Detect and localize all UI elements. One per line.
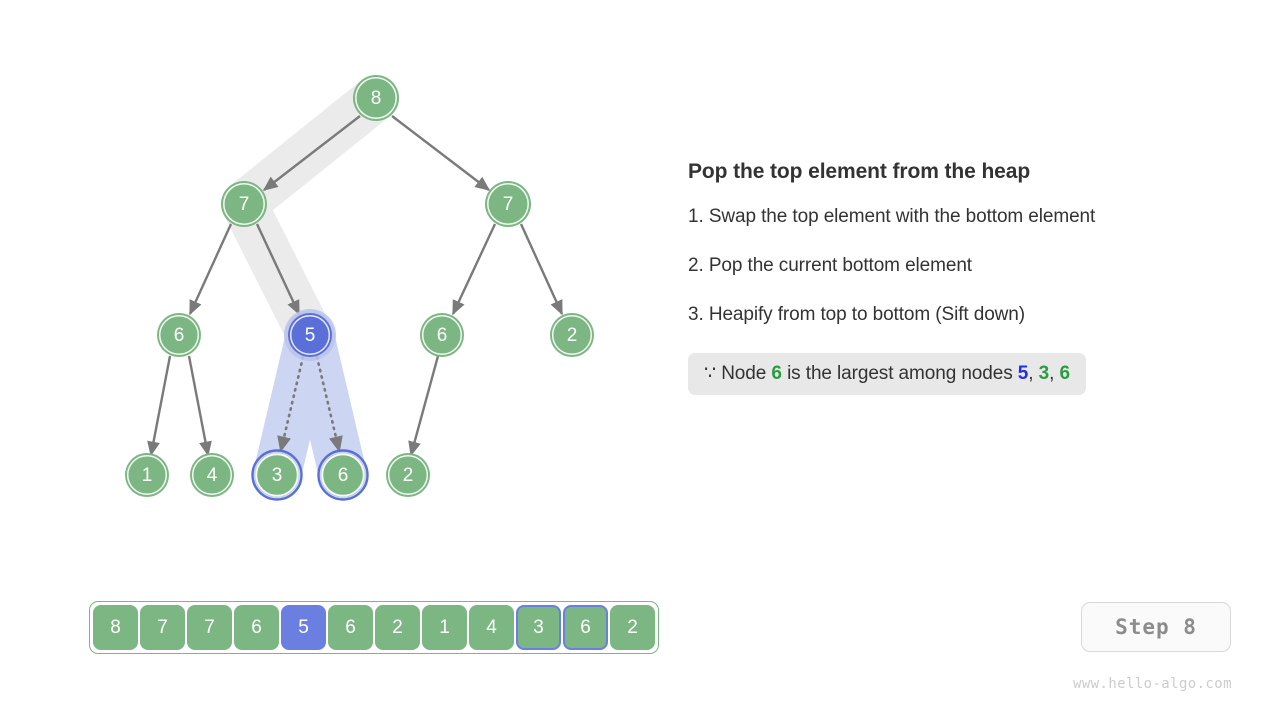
array-cell[interactable]: 8 (93, 605, 138, 650)
array-cell[interactable]: 1 (422, 605, 467, 650)
array-cell[interactable]: 6 (328, 605, 373, 650)
tree-node-label: 3 (272, 465, 283, 486)
note-candidate-3: 6 (1059, 363, 1070, 384)
tree-node-label: 6 (437, 325, 448, 346)
array-cell[interactable]: 7 (187, 605, 232, 650)
array-cell[interactable]: 2 (610, 605, 655, 650)
array-cell[interactable]: 6 (234, 605, 279, 650)
note-comma-1: , (1028, 363, 1034, 384)
tree-node-label: 1 (142, 465, 153, 486)
note-candidate-2: 3 (1038, 363, 1050, 384)
array-cell-candidate[interactable]: 3 (516, 605, 561, 650)
array-cell-active[interactable]: 5 (281, 605, 326, 650)
tree-node-n11[interactable]: 2 (386, 453, 430, 497)
tree-node-label: 6 (174, 325, 185, 346)
note-candidate-1: 5 (1017, 363, 1029, 384)
reason-note: ∵ Node 6 is the largest among nodes 5, 3… (688, 353, 1086, 395)
tree-edges (147, 115, 564, 457)
watermark: www.hello-algo.com (1073, 676, 1232, 692)
explanation-panel: Pop the top element from the heap 1. Swa… (688, 160, 1228, 395)
tree-node-n3[interactable]: 6 (157, 313, 201, 357)
array-cell[interactable]: 2 (375, 605, 420, 650)
note-pre-text: Node (721, 363, 767, 384)
page-title: Pop the top element from the heap (688, 160, 1031, 183)
array-cell-candidate[interactable]: 6 (563, 605, 608, 650)
tree-edges-dotted (277, 355, 343, 453)
tree-node-n1[interactable]: 7 (221, 181, 267, 227)
tree-node-n7[interactable]: 1 (125, 453, 169, 497)
tree-node-n9-candidate[interactable]: 3 (251, 449, 303, 501)
status-badge: Step 8 (1081, 602, 1231, 652)
tree-node-label: 6 (338, 465, 349, 486)
sift-path-highlight (221, 75, 399, 358)
tree-node-n5[interactable]: 6 (420, 313, 464, 357)
note-node-value: 6 (771, 363, 782, 384)
tree-node-n0[interactable]: 8 (353, 75, 399, 121)
step-line-3: 3. Heapify from top to bottom (Sift down… (688, 304, 1025, 325)
because-symbol: ∵ (704, 363, 716, 384)
tree-node-n6[interactable]: 2 (550, 313, 594, 357)
note-comma-2: , (1049, 363, 1055, 384)
tree-node-label: 5 (305, 325, 316, 346)
tree-node-label: 2 (403, 465, 414, 486)
array-cell[interactable]: 4 (469, 605, 514, 650)
tree-nodes: 8 7 7 6 5 (125, 75, 594, 501)
note-mid-text: is the largest among nodes (787, 363, 1013, 384)
heap-array: 8 7 7 6 5 6 2 1 4 3 6 2 (89, 601, 659, 654)
step-line-2: 2. Pop the current bottom element (688, 255, 972, 276)
tree-node-n2[interactable]: 7 (485, 181, 531, 227)
binary-tree-diagram: 8 7 7 6 5 (125, 75, 594, 501)
tree-node-label: 7 (503, 194, 514, 215)
tree-node-label: 4 (207, 465, 218, 486)
tree-node-n4-active[interactable]: 5 (284, 309, 336, 361)
array-cell[interactable]: 7 (140, 605, 185, 650)
step-line-1: 1. Swap the top element with the bottom … (688, 206, 1096, 227)
tree-node-label: 2 (567, 325, 578, 346)
tree-node-n8[interactable]: 4 (190, 453, 234, 497)
tree-node-label: 7 (239, 194, 250, 215)
tree-node-n10-candidate[interactable]: 6 (317, 449, 369, 501)
tree-node-label: 8 (371, 88, 382, 109)
